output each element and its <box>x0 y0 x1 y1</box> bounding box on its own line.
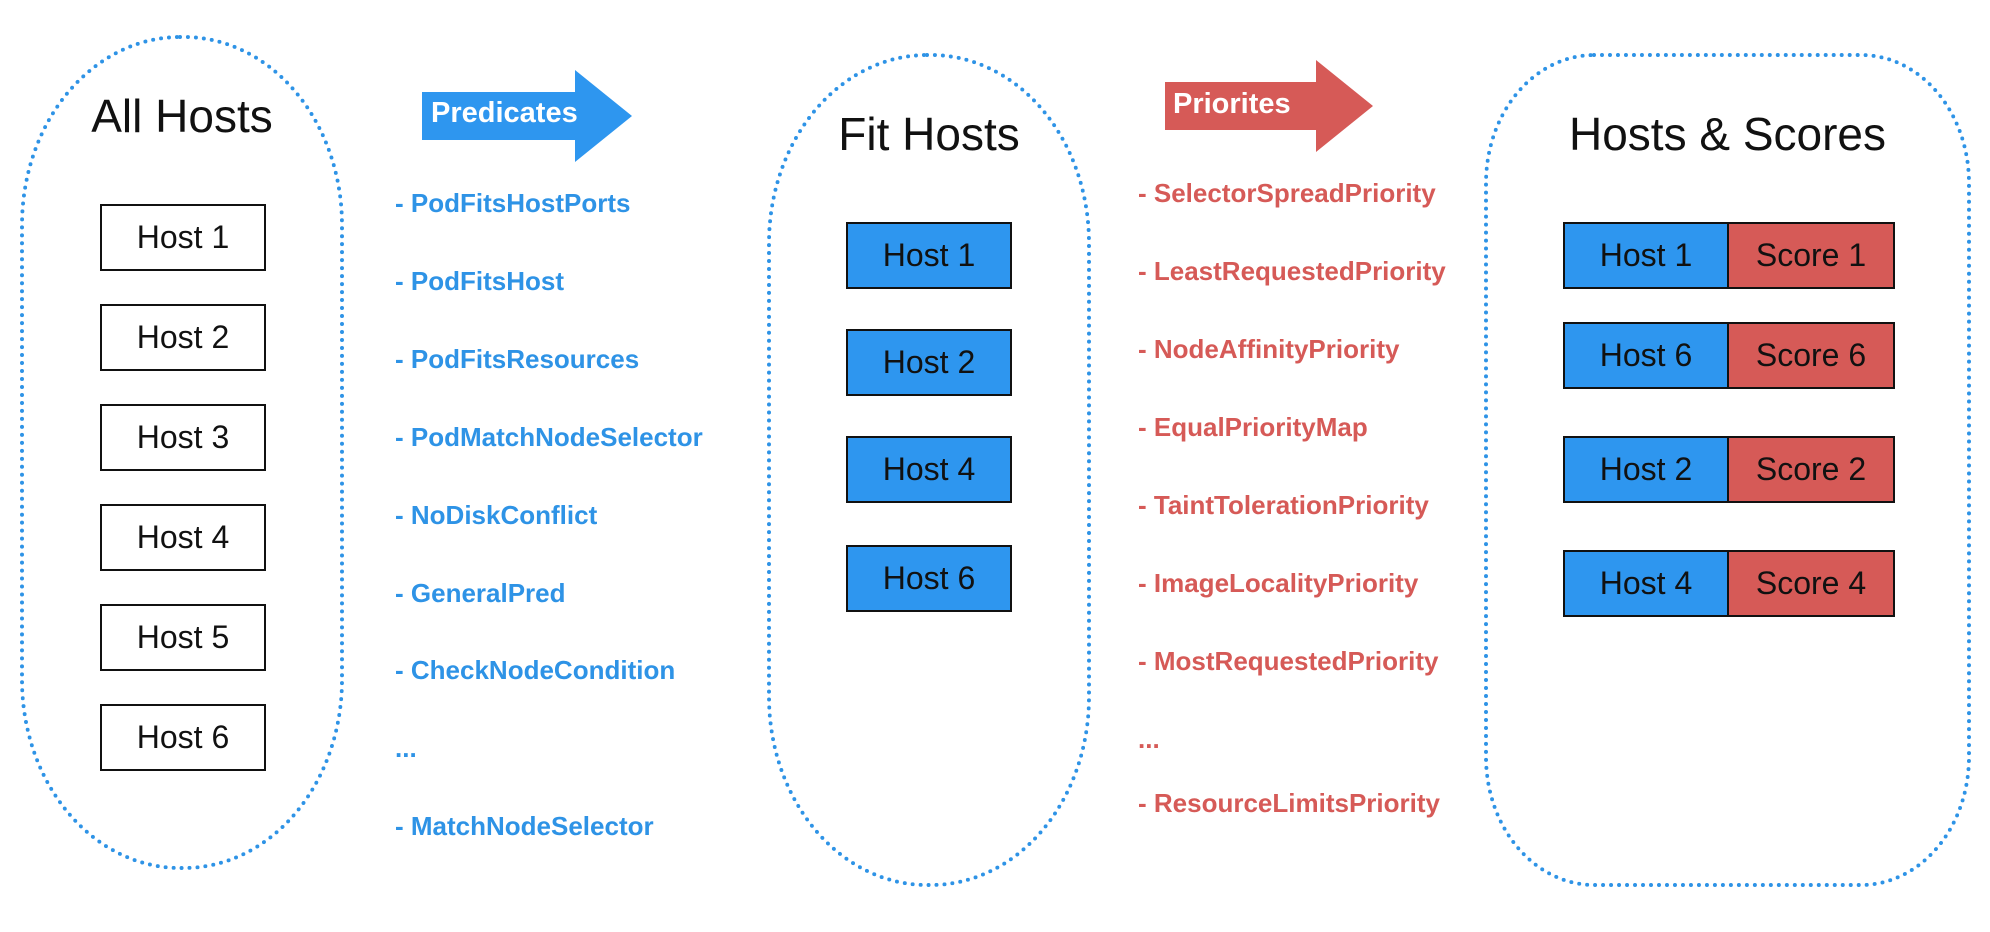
all-hosts-title: All Hosts <box>91 90 273 142</box>
hosts-scores-title: Hosts & Scores <box>1569 108 1886 160</box>
predicate-item-2: - PodFitsHost <box>395 266 564 296</box>
priority-item-4: - EqualPriorityMap <box>1138 412 1368 442</box>
fit-hosts-title: Fit Hosts <box>838 108 1020 160</box>
priority-item-8: - ResourceLimitsPriority <box>1138 788 1440 818</box>
predicate-item-3: - PodFitsResources <box>395 344 640 374</box>
predicate-item-7: - CheckNodeCondition <box>395 655 676 685</box>
fit-host-box-4: Host 6 <box>846 545 1012 612</box>
fit-host-box-1: Host 1 <box>846 222 1012 289</box>
priorities-arrow-label: Priorites <box>1173 88 1291 120</box>
priority-item-1: - SelectorSpreadPriority <box>1138 178 1436 208</box>
all-host-box-5: Host 5 <box>100 604 266 671</box>
predicate-item-8: - MatchNodeSelector <box>395 811 654 841</box>
fit-host-box-3: Host 4 <box>846 436 1012 503</box>
predicate-item-ellipsis: ... <box>395 733 417 763</box>
priority-item-5: - TaintTolerationPriority <box>1138 490 1429 520</box>
all-host-box-2: Host 2 <box>100 304 266 371</box>
score-row-1-host: Host 1 <box>1563 222 1729 289</box>
all-hosts-panel <box>20 35 344 870</box>
all-host-box-4: Host 4 <box>100 504 266 571</box>
hosts-scores-panel <box>1484 53 1971 887</box>
priority-item-7: - MostRequestedPriority <box>1138 646 1439 676</box>
all-host-box-3: Host 3 <box>100 404 266 471</box>
score-row-2-score: Score 6 <box>1727 322 1895 389</box>
score-row-3-host: Host 2 <box>1563 436 1729 503</box>
priority-item-ellipsis: ... <box>1138 724 1160 754</box>
predicate-item-6: - GeneralPred <box>395 578 566 608</box>
score-row-3-score: Score 2 <box>1727 436 1895 503</box>
priority-item-6: - ImageLocalityPriority <box>1138 568 1419 598</box>
all-host-box-6: Host 6 <box>100 704 266 771</box>
score-row-2-host: Host 6 <box>1563 322 1729 389</box>
fit-host-box-2: Host 2 <box>846 329 1012 396</box>
priority-item-3: - NodeAffinityPriority <box>1138 334 1400 364</box>
priority-item-2: - LeastRequestedPriority <box>1138 256 1446 286</box>
predicate-item-5: - NoDiskConflict <box>395 500 598 530</box>
all-host-box-1: Host 1 <box>100 204 266 271</box>
predicate-item-1: - PodFitsHostPorts <box>395 188 631 218</box>
predicates-arrow-label: Predicates <box>431 97 578 129</box>
score-row-4-host: Host 4 <box>1563 550 1729 617</box>
predicates-arrow <box>422 70 632 162</box>
fit-hosts-panel <box>767 53 1091 887</box>
score-row-4-score: Score 4 <box>1727 550 1895 617</box>
predicate-item-4: - PodMatchNodeSelector <box>395 422 703 452</box>
priorities-arrow <box>1165 60 1373 152</box>
score-row-1-score: Score 1 <box>1727 222 1895 289</box>
